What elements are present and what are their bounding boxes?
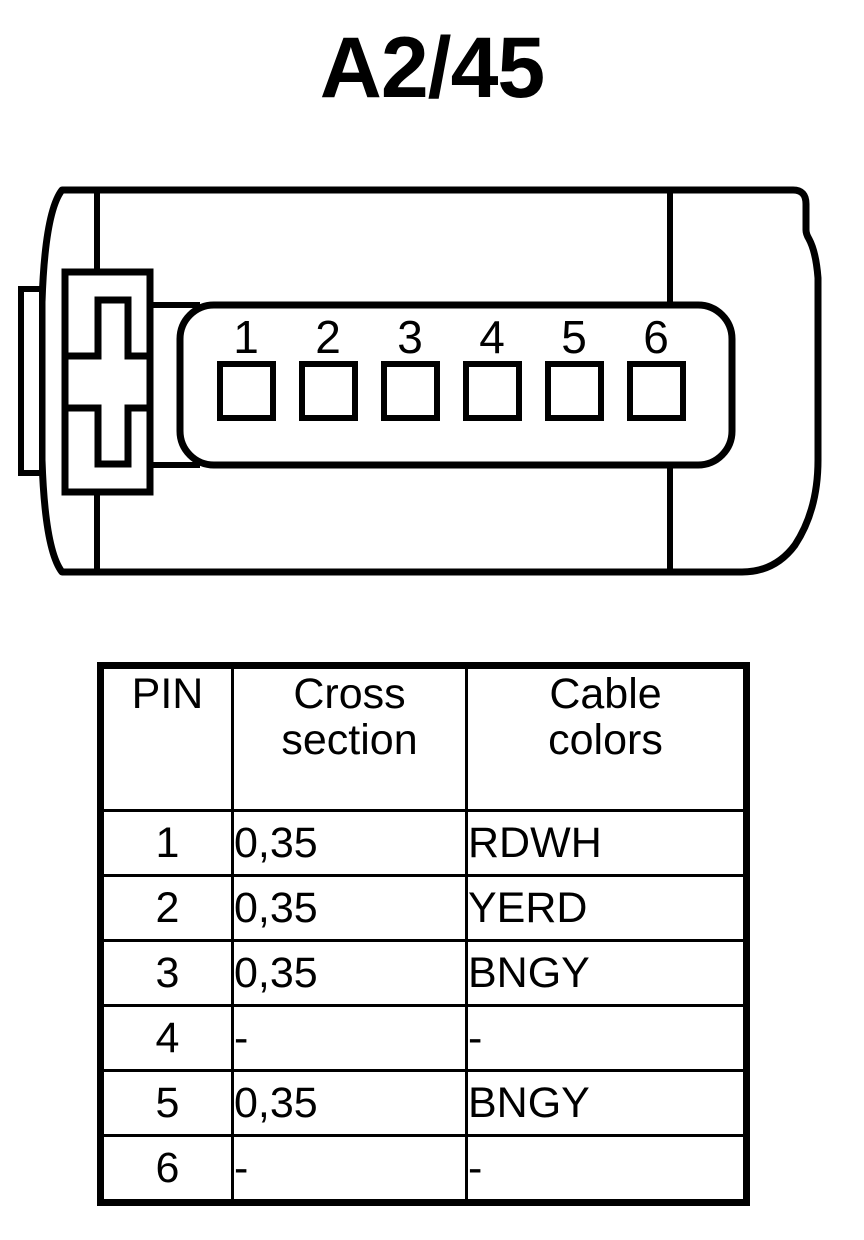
cell-cross-section: - <box>231 1134 468 1204</box>
cell-cross-section: 0,35 <box>231 939 468 1007</box>
column-header-pin: PIN <box>99 664 234 812</box>
latch-cross-icon <box>61 296 154 468</box>
cell-cable-colors: BNGY <box>465 1069 748 1137</box>
column-header-cross-section-line2: section <box>281 716 418 765</box>
pinout-table: PIN Cross section Cable colors 1 0,35 RD… <box>97 662 750 1206</box>
pin-cavity-2[interactable] <box>299 361 358 421</box>
cell-cable-colors: YERD <box>465 874 748 942</box>
pin-label-2: 2 <box>315 311 341 363</box>
cell-cross-section: 0,35 <box>231 874 468 942</box>
table-row: 3 0,35 BNGY <box>99 939 748 1007</box>
table-row: 5 0,35 BNGY <box>99 1069 748 1137</box>
cell-pin: 2 <box>99 874 234 942</box>
table-header-row: PIN Cross section Cable colors <box>99 664 748 812</box>
column-header-pin-line1: PIN <box>131 670 204 718</box>
connector-svg: 1 2 3 4 5 6 <box>18 186 822 576</box>
connector-left-flange-tab <box>18 286 45 476</box>
pinout-table-body: 1 0,35 RDWH 2 0,35 YERD 3 0,35 BNGY 4 - … <box>99 809 748 1204</box>
pin-cavity-4[interactable] <box>463 361 522 421</box>
pin-block <box>176 301 736 469</box>
column-header-cable-colors-line1: Cable <box>549 670 662 718</box>
table-row: 2 0,35 YERD <box>99 874 748 942</box>
pin-label-6: 6 <box>643 311 669 363</box>
pin-cavity-1[interactable] <box>217 361 276 421</box>
pin-cavity-3[interactable] <box>381 361 440 421</box>
column-header-cross-section-line1: Cross <box>293 670 406 718</box>
cell-pin: 3 <box>99 939 234 1007</box>
cell-pin: 5 <box>99 1069 234 1137</box>
pin-label-3: 3 <box>397 311 423 363</box>
page-title: A2/45 <box>319 20 546 116</box>
pin-label-4: 4 <box>479 311 505 363</box>
column-header-cable-colors-line2: colors <box>548 716 663 765</box>
cell-pin: 4 <box>99 1004 234 1072</box>
cell-cable-colors: BNGY <box>465 939 748 1007</box>
column-header-cable-colors: Cable colors <box>465 664 748 812</box>
pin-label-1: 1 <box>233 311 259 363</box>
cell-pin: 1 <box>99 809 234 877</box>
cell-pin: 6 <box>99 1134 234 1204</box>
table-row: 4 - - <box>99 1004 748 1072</box>
column-header-cross-section: Cross section <box>231 664 468 812</box>
cell-cross-section: 0,35 <box>231 809 468 877</box>
cell-cable-colors: RDWH <box>465 809 748 877</box>
pin-cavity-group: 1 2 3 4 5 6 <box>217 311 686 421</box>
connector-diagram: 1 2 3 4 5 6 <box>0 160 864 600</box>
pin-label-5: 5 <box>561 311 587 363</box>
cell-cross-section: - <box>231 1004 468 1072</box>
table-row: 1 0,35 RDWH <box>99 809 748 877</box>
pin-cavity-5[interactable] <box>545 361 604 421</box>
table-row: 6 - - <box>99 1134 748 1204</box>
cell-cable-colors: - <box>465 1004 748 1072</box>
cell-cable-colors: - <box>465 1134 748 1204</box>
cell-cross-section: 0,35 <box>231 1069 468 1137</box>
pinout-table-container: PIN Cross section Cable colors 1 0,35 RD… <box>97 662 750 1206</box>
pin-cavity-6[interactable] <box>627 361 686 421</box>
